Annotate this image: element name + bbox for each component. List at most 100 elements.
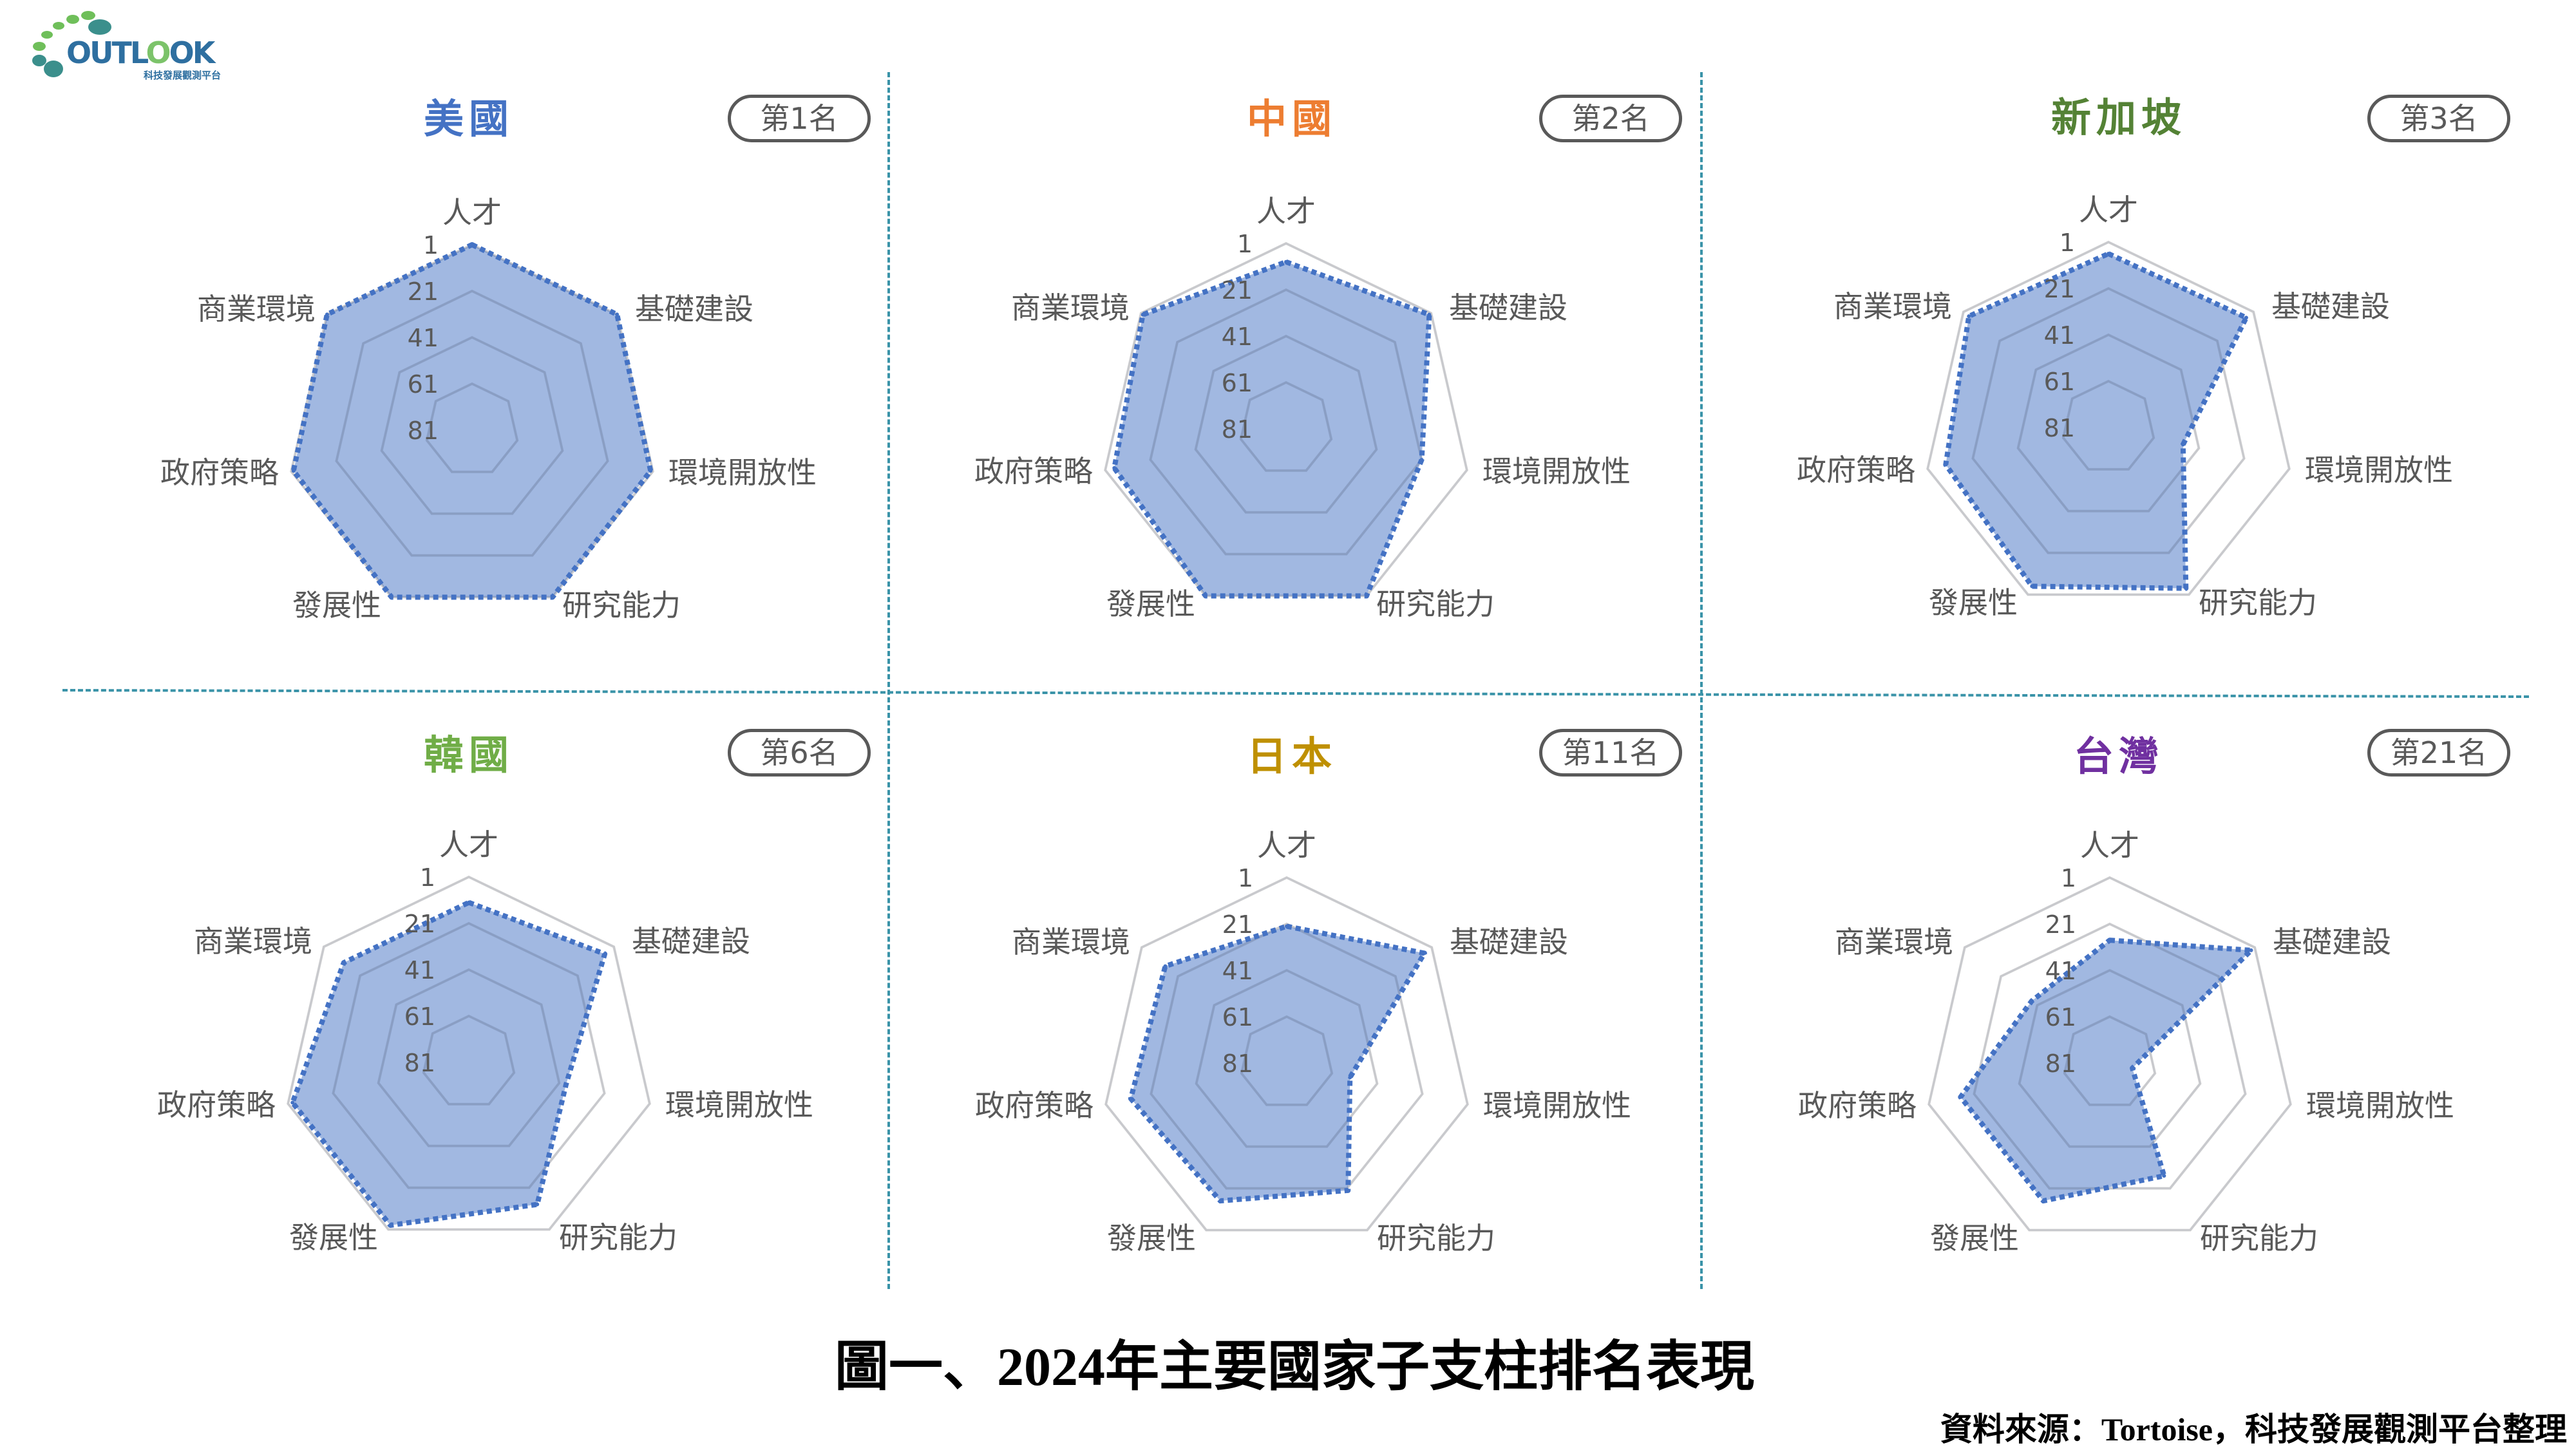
grid-ring-overlay <box>1240 381 1332 472</box>
data-point-3 <box>2162 1174 2166 1178</box>
rank-badge-taiwan: 第21名 <box>2367 729 2510 777</box>
tick-label: 21 <box>2045 910 2076 939</box>
tick-label: 41 <box>1222 323 1253 351</box>
data-point-6 <box>2029 999 2034 1003</box>
data-point-1 <box>2249 948 2253 952</box>
rank-badge-usa: 第1名 <box>728 95 871 142</box>
axis-label: 基礎建設 <box>1450 925 1568 959</box>
data-point-4 <box>2030 584 2034 588</box>
tick-label: 61 <box>2045 1003 2076 1031</box>
series-outline <box>1112 259 1432 599</box>
rank-badge-singapore: 第3名 <box>2367 95 2510 142</box>
grid-ring-overlay <box>335 290 609 557</box>
data-point-6 <box>1141 312 1145 317</box>
axis-label: 發展性 <box>1107 1221 1196 1256</box>
tick-label: 81 <box>1222 415 1253 444</box>
data-point-4 <box>390 595 394 599</box>
data-point-3 <box>1346 1188 1350 1192</box>
svg-text:OUTLOOK: OUTLOOK <box>66 35 217 70</box>
tick-label: 61 <box>2044 368 2075 396</box>
tick-label: 41 <box>404 956 435 984</box>
axis-label: 環境開放性 <box>1482 454 1631 489</box>
divider-vertical-1 <box>887 72 890 1289</box>
axis-label: 人才 <box>439 827 498 862</box>
axis-label: 研究能力 <box>2199 585 2317 620</box>
axis-label: 政府策略 <box>157 1088 276 1122</box>
axis-label: 商業環境 <box>194 924 312 959</box>
data-point-1 <box>615 312 620 317</box>
tick-label: 81 <box>408 417 439 445</box>
data-point-5 <box>1944 462 1948 467</box>
series-area <box>293 245 651 598</box>
tick-label: 81 <box>1222 1050 1253 1078</box>
data-point-6 <box>341 961 346 965</box>
grid-ring <box>287 875 651 1231</box>
data-point-1 <box>603 952 607 956</box>
data-point-3 <box>550 595 554 599</box>
data-point-6 <box>1163 964 1168 968</box>
axis-label: 基礎建設 <box>2271 289 2390 324</box>
country-title-singapore: 新加坡 <box>2050 94 2186 141</box>
tick-label: 61 <box>1222 369 1253 397</box>
grid-ring <box>1927 876 2292 1232</box>
tick-label: 61 <box>1222 1003 1253 1031</box>
country-title-japan: 日本 <box>1246 733 1337 780</box>
data-point-0 <box>1284 259 1288 264</box>
axis-label: 基礎建設 <box>2273 925 2391 959</box>
rank-badge-china: 第2名 <box>1539 95 1682 142</box>
axis-label: 基礎建設 <box>1449 290 1567 325</box>
data-point-0 <box>467 900 471 905</box>
data-point-1 <box>1422 951 1426 956</box>
tick-label: 1 <box>2061 864 2076 892</box>
tick-label: 41 <box>2044 321 2075 350</box>
data-point-5 <box>290 1100 295 1105</box>
axis-label: 環境開放性 <box>2306 1088 2454 1123</box>
axis-label: 發展性 <box>292 588 381 623</box>
grid-ring-overlay <box>377 968 561 1147</box>
data-point-0 <box>2108 938 2112 943</box>
grid-ring-overlay <box>422 1015 515 1106</box>
grid-ring-overlay <box>332 922 606 1189</box>
tick-label: 81 <box>2044 414 2075 442</box>
series-outline <box>1958 937 2254 1204</box>
series-area <box>1130 926 1425 1201</box>
data-point-5 <box>1128 1097 1133 1101</box>
data-point-3 <box>1364 594 1368 598</box>
data-point-1 <box>1427 312 1432 317</box>
data-point-1 <box>2244 315 2248 320</box>
grid-ring-overlay <box>1240 1015 1333 1106</box>
rank-badge-korea: 第6名 <box>728 729 871 777</box>
axis-label: 發展性 <box>1929 585 2018 620</box>
data-point-2 <box>564 1082 568 1087</box>
data-point-2 <box>2181 442 2185 447</box>
country-title-usa: 美國 <box>423 95 514 142</box>
data-point-3 <box>535 1202 540 1207</box>
axis-label: 發展性 <box>1106 587 1195 621</box>
data-point-5 <box>291 469 296 473</box>
data-point-6 <box>325 312 329 317</box>
axis-label: 人才 <box>1257 828 1316 863</box>
source-note: 資料來源：Tortoise，科技發展觀測平台整理 <box>1940 1411 2567 1447</box>
axis-label: 發展性 <box>1930 1221 2019 1256</box>
series-area <box>1114 261 1430 596</box>
rank-badge-japan: 第11名 <box>1539 729 1682 777</box>
grid-ring-overlay <box>1194 335 1378 514</box>
data-point-2 <box>1419 458 1424 462</box>
figure-caption: 圖一、2024年主要國家子支柱排名表現 <box>834 1337 1754 1397</box>
axis-label: 環境開放性 <box>668 455 817 490</box>
divider-vertical-2 <box>1700 72 1703 1289</box>
axis-label: 商業環境 <box>1011 290 1130 325</box>
axis-label: 研究能力 <box>2200 1221 2318 1256</box>
grid-ring-overlay <box>380 336 564 515</box>
grid-ring-overlay <box>1195 969 1379 1148</box>
series-area <box>292 902 605 1225</box>
axis-label: 政府策略 <box>975 1088 1094 1123</box>
data-point-6 <box>1967 314 1971 319</box>
series-outline <box>1943 251 2249 591</box>
axis-label: 研究能力 <box>1376 587 1495 621</box>
